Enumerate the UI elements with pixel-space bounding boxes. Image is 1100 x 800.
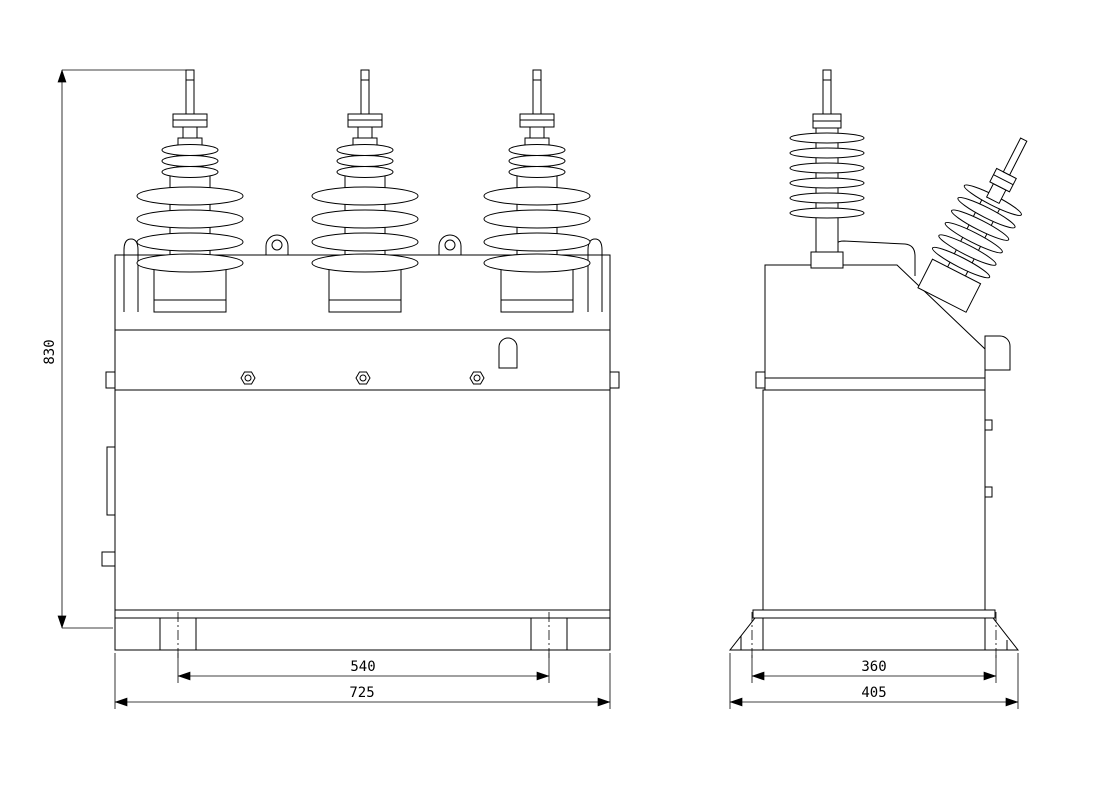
front-view — [101, 69, 620, 660]
front-mounting-ear-right — [438, 234, 462, 256]
dimension-side-overall-depth: 405 — [729, 653, 1019, 709]
front-mounting-ear-left — [265, 234, 289, 256]
front-lifting-hook-left — [123, 238, 139, 312]
dimension-front-feet-span: 540 — [177, 653, 550, 683]
side-tab-upper — [984, 419, 993, 431]
side-bushing-angled — [912, 124, 1053, 316]
dim-label-360: 360 — [861, 659, 886, 675]
dimension-side-feet-span: 360 — [751, 655, 997, 683]
front-side-tab — [101, 551, 116, 567]
front-bolt-2 — [355, 371, 371, 385]
front-keyhole-slot — [498, 337, 518, 369]
front-tank — [101, 389, 611, 611]
front-bolt-3 — [469, 371, 485, 385]
dim-label-725: 725 — [349, 685, 374, 701]
dimension-front-overall-width: 725 — [114, 653, 611, 709]
front-side-plate — [106, 446, 116, 516]
dim-label-540: 540 — [350, 659, 375, 675]
side-bushing-vertical — [789, 69, 865, 269]
front-lifting-hook-right — [587, 238, 603, 312]
dim-label-830: 830 — [42, 339, 58, 364]
dim-label-405: 405 — [861, 685, 886, 701]
front-bolt-1 — [240, 371, 256, 385]
side-top-cover — [755, 264, 1011, 391]
side-view — [728, 69, 1053, 660]
side-bracket — [984, 335, 1011, 371]
side-base — [728, 609, 1020, 660]
front-base — [114, 609, 611, 660]
dimension-overall-height: 830 — [42, 69, 186, 629]
side-tank — [762, 389, 993, 611]
front-flange-band — [105, 329, 620, 391]
side-tab-lower — [984, 486, 993, 498]
